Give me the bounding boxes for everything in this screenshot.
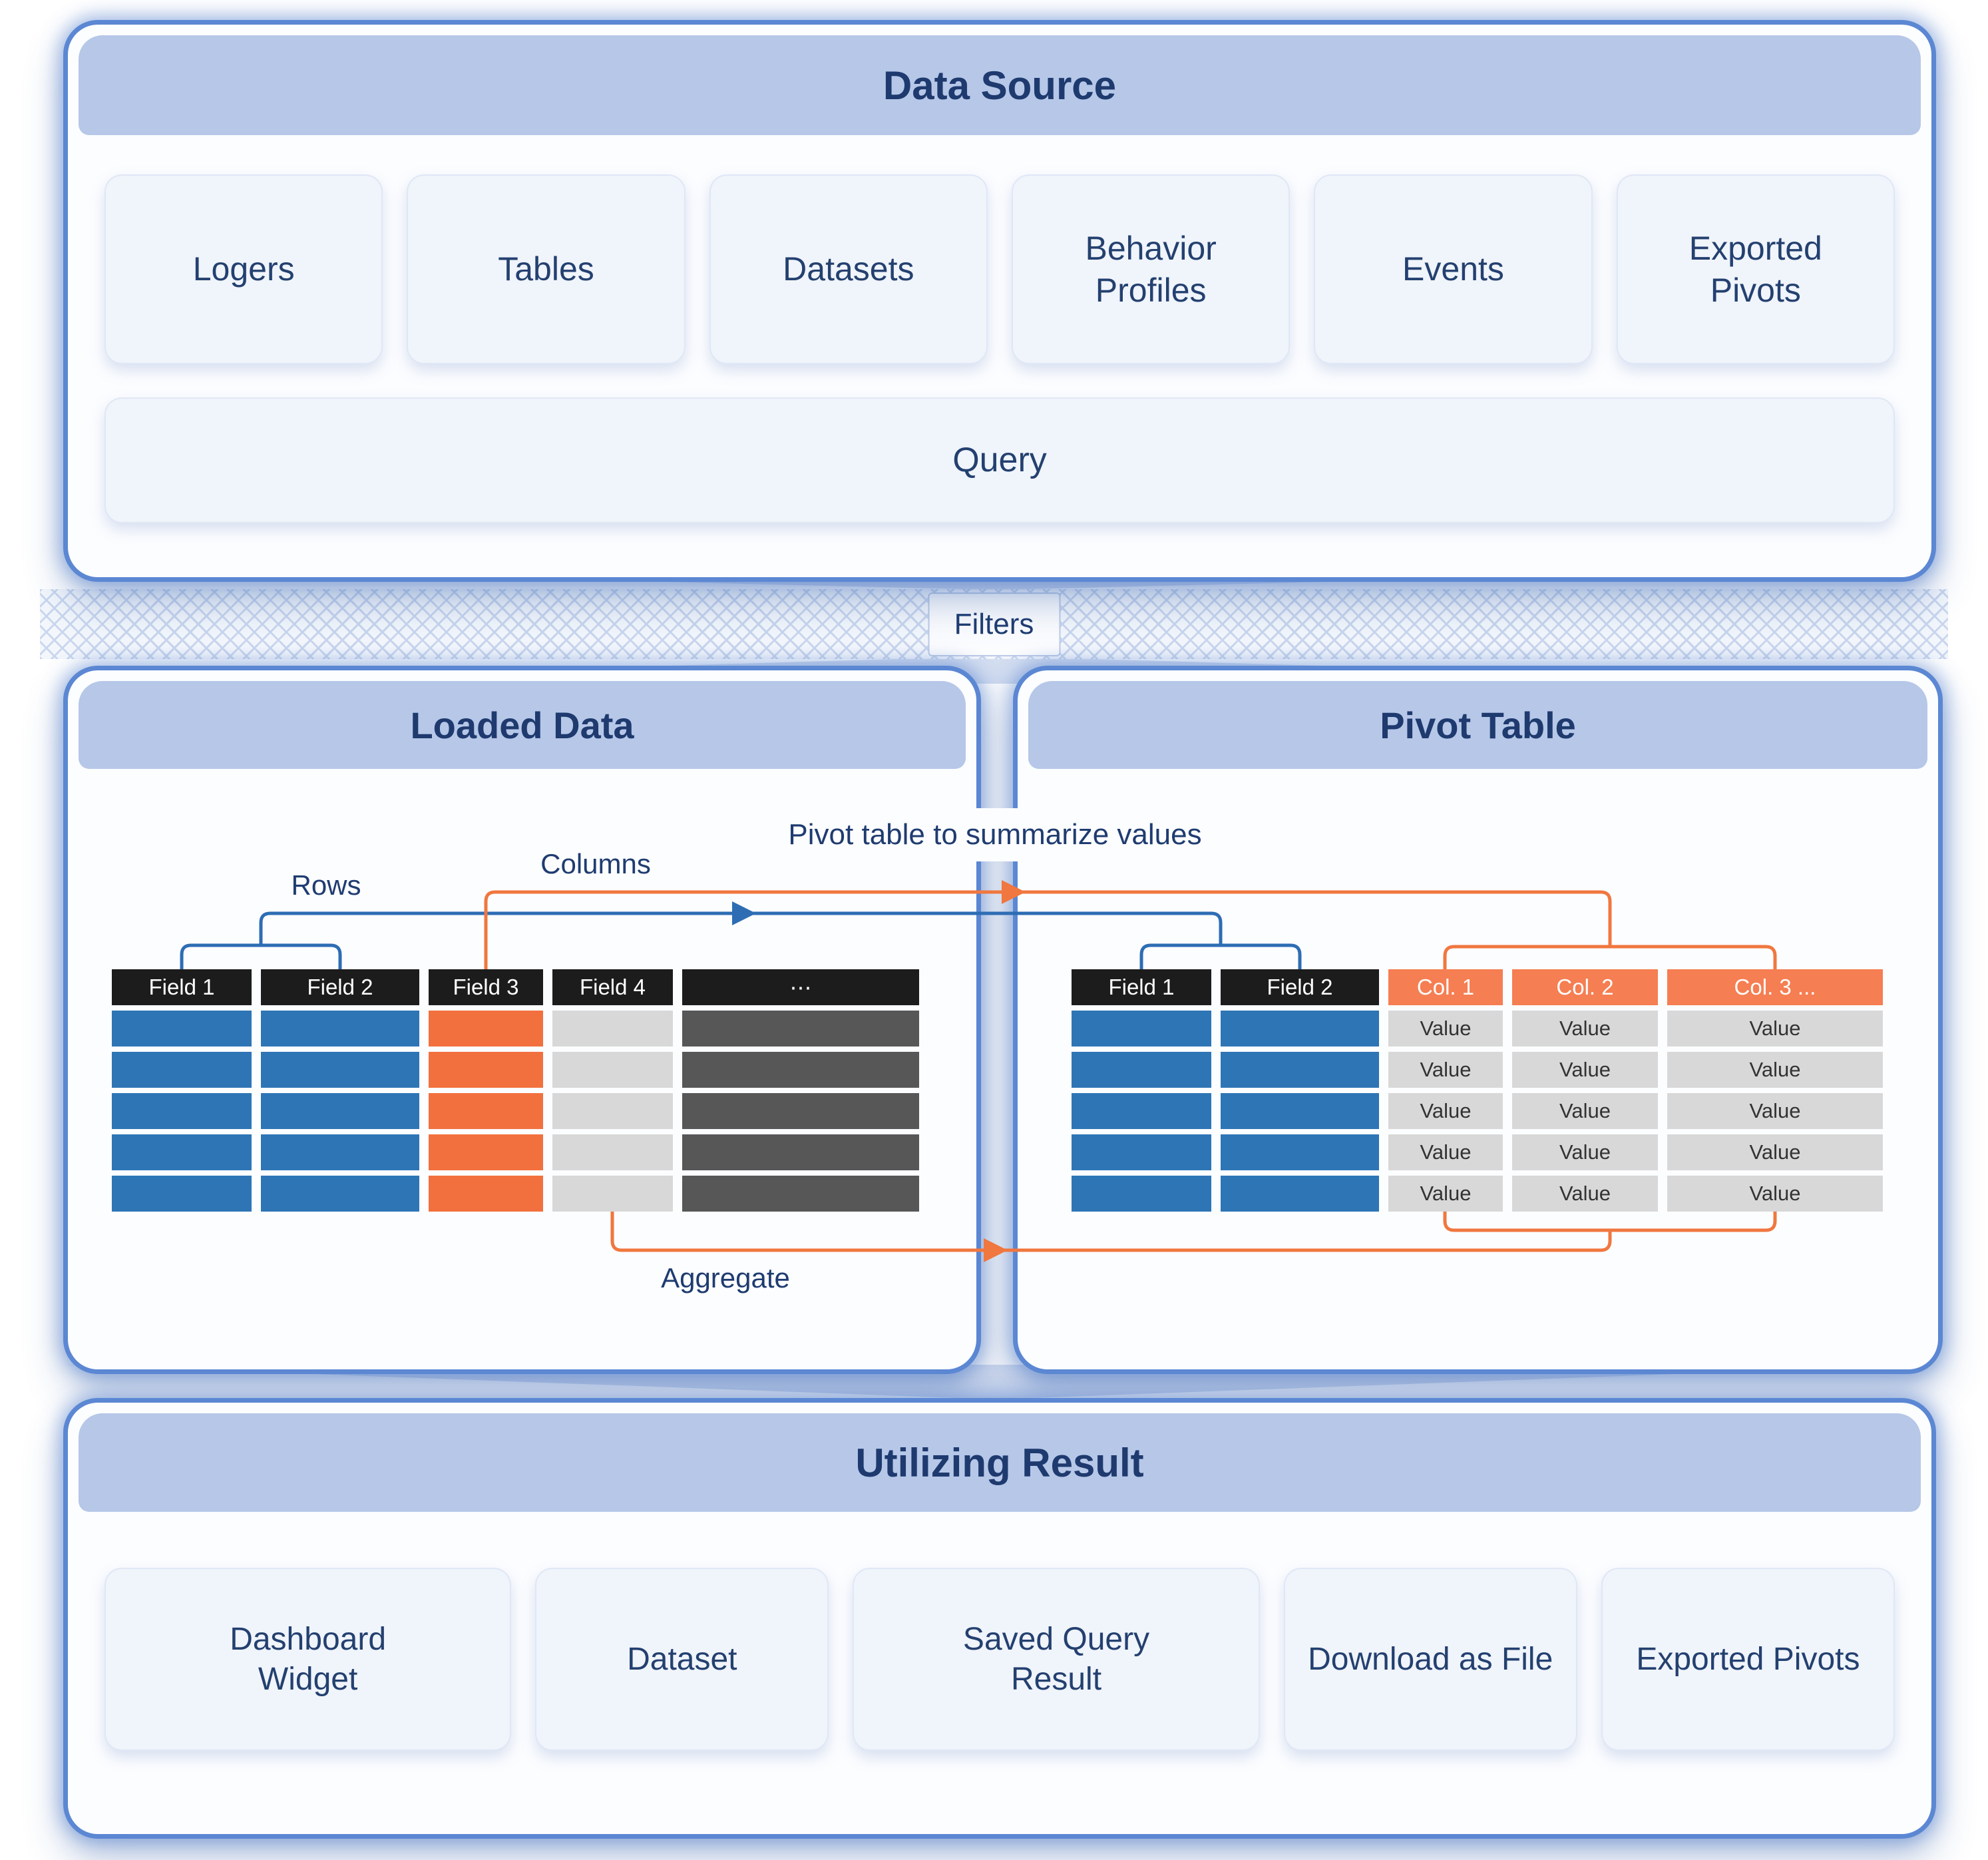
aggregate-label: Aggregate bbox=[661, 1262, 790, 1293]
table-cell bbox=[1221, 1134, 1379, 1170]
pivot-table-title: Pivot Table bbox=[1028, 681, 1927, 769]
table-header-cell: Col. 2 bbox=[1512, 969, 1658, 1005]
data-source-cards: Logers Tables Datasets Behavior Profiles… bbox=[104, 174, 1895, 364]
filters-label: Filters bbox=[928, 592, 1060, 656]
table-cell bbox=[429, 1052, 543, 1088]
table-cell: Value bbox=[1512, 1052, 1658, 1088]
card-exported-pivots-result: Exported Pivots bbox=[1601, 1568, 1895, 1751]
table-cell: Value bbox=[1667, 1176, 1883, 1212]
table-cell bbox=[552, 1052, 673, 1088]
table-cell: Value bbox=[1667, 1052, 1883, 1088]
table-cell bbox=[261, 1176, 419, 1212]
table-cell bbox=[552, 1176, 673, 1212]
table-cell bbox=[261, 1134, 419, 1170]
table-cell: Value bbox=[1388, 1093, 1503, 1129]
table-cell: Value bbox=[1512, 1134, 1658, 1170]
table-cell bbox=[1221, 1176, 1379, 1212]
table-cell bbox=[112, 1052, 252, 1088]
table-cell: Value bbox=[1667, 1134, 1883, 1170]
table-cell bbox=[682, 1011, 919, 1046]
table-header-cell: ⋯ bbox=[682, 969, 919, 1005]
query-bar: Query bbox=[104, 397, 1895, 523]
loaded-data-title: Loaded Data bbox=[79, 681, 966, 769]
table-cell bbox=[682, 1093, 919, 1129]
table-cell: Value bbox=[1388, 1176, 1503, 1212]
card-dashboard-widget: Dashboard Widget bbox=[104, 1568, 512, 1751]
table-cell bbox=[552, 1093, 673, 1129]
pivot-annotation: Pivot table to summarize values bbox=[602, 808, 1388, 861]
filters-band: Filters bbox=[40, 589, 1948, 659]
table-cell bbox=[1072, 1052, 1211, 1088]
table-header-cell: Col. 1 bbox=[1388, 969, 1503, 1005]
table-cell: Value bbox=[1388, 1134, 1503, 1170]
table-cell bbox=[261, 1093, 419, 1129]
card-exported-pivots: Exported Pivots bbox=[1616, 174, 1895, 364]
table-cell bbox=[112, 1176, 252, 1212]
table-header-cell: Field 1 bbox=[1072, 969, 1211, 1005]
table-cell bbox=[429, 1011, 543, 1046]
table-cell bbox=[682, 1052, 919, 1088]
card-events: Events bbox=[1314, 174, 1593, 364]
card-tables: Tables bbox=[407, 174, 686, 364]
table-cell bbox=[112, 1134, 252, 1170]
table-header-cell: Col. 3 ... bbox=[1667, 969, 1883, 1005]
table-cell bbox=[1072, 1134, 1211, 1170]
table-cell: Value bbox=[1512, 1093, 1658, 1129]
table-cell bbox=[682, 1134, 919, 1170]
table-cell bbox=[261, 1011, 419, 1046]
utilizing-result-section: Utilizing Result Dashboard Widget Datase… bbox=[63, 1398, 1936, 1839]
table-cell bbox=[112, 1093, 252, 1129]
table-header-cell: Field 2 bbox=[261, 969, 419, 1005]
table-cell bbox=[552, 1134, 673, 1170]
card-download-as-file: Download as File bbox=[1283, 1568, 1577, 1751]
utilizing-result-title: Utilizing Result bbox=[79, 1413, 1921, 1512]
table-cell bbox=[1221, 1011, 1379, 1046]
table-header-cell: Field 3 bbox=[429, 969, 543, 1005]
table-cell bbox=[1072, 1176, 1211, 1212]
columns-label: Columns bbox=[540, 848, 651, 879]
card-behavior-profiles: Behavior Profiles bbox=[1011, 174, 1291, 364]
card-datasets: Datasets bbox=[709, 174, 988, 364]
table-header-cell: Field 2 bbox=[1221, 969, 1379, 1005]
table-cell bbox=[552, 1011, 673, 1046]
table-cell: Value bbox=[1388, 1052, 1503, 1088]
table-cell: Value bbox=[1512, 1176, 1658, 1212]
card-saved-query-result: Saved Query Result bbox=[853, 1568, 1260, 1751]
data-source-section: Data Source Logers Tables Datasets Behav… bbox=[63, 20, 1936, 582]
table-cell: Value bbox=[1667, 1093, 1883, 1129]
card-logers: Logers bbox=[104, 174, 383, 364]
aggregate-arrowhead-icon bbox=[984, 1238, 1008, 1262]
table-cell bbox=[112, 1011, 252, 1046]
table-cell: Value bbox=[1388, 1011, 1503, 1046]
utilizing-result-cards: Dashboard Widget Dataset Saved Query Res… bbox=[104, 1568, 1895, 1751]
table-cell bbox=[429, 1093, 543, 1129]
table-cell bbox=[429, 1176, 543, 1212]
table-header-cell: Field 1 bbox=[112, 969, 252, 1005]
data-source-title: Data Source bbox=[79, 35, 1921, 135]
table-cell bbox=[429, 1134, 543, 1170]
card-dataset: Dataset bbox=[535, 1568, 829, 1751]
table-cell bbox=[1221, 1052, 1379, 1088]
table-cell bbox=[1072, 1093, 1211, 1129]
table-cell: Value bbox=[1512, 1011, 1658, 1046]
table-cell bbox=[1221, 1093, 1379, 1129]
table-cell bbox=[1072, 1011, 1211, 1046]
rows-label: Rows bbox=[291, 869, 361, 901]
table-cell bbox=[261, 1052, 419, 1088]
table-cell bbox=[682, 1176, 919, 1212]
table-header-cell: Field 4 bbox=[552, 969, 673, 1005]
table-cell: Value bbox=[1667, 1011, 1883, 1046]
